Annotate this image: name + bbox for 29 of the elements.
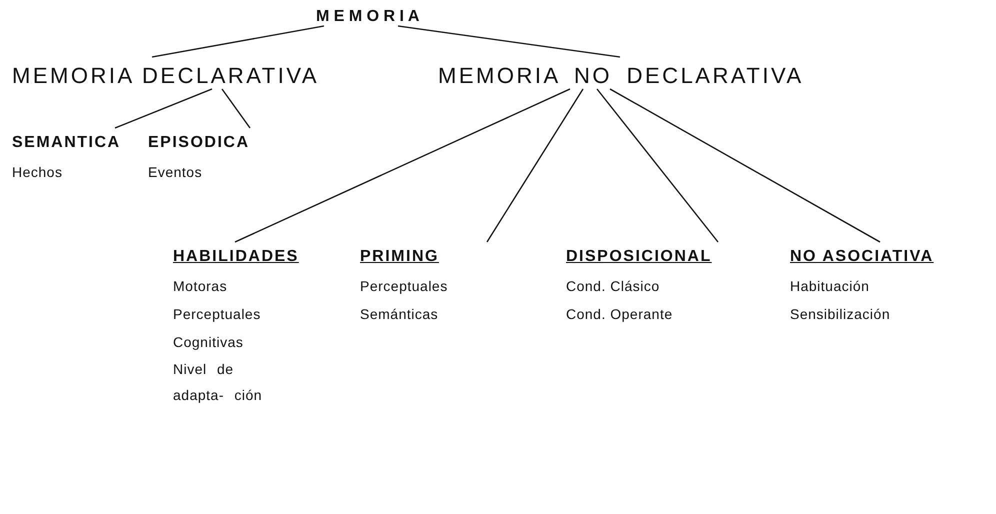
connector-line — [486, 88, 584, 242]
connector-line — [152, 25, 324, 58]
title-text: M E M O R I A — [316, 8, 420, 26]
category-item: Hechos — [12, 163, 64, 182]
category-title: HABILIDADES — [173, 247, 299, 267]
category-item: Motoras — [173, 277, 228, 296]
branch-heading: MEMORIA NO DECLARATIVA — [438, 57, 804, 89]
connector-line — [234, 88, 570, 243]
category-item: Perceptuales — [173, 305, 262, 324]
category-title: EPISODICA — [148, 133, 250, 153]
connector-line — [221, 88, 251, 128]
category-item: Cond. Clásico — [566, 277, 661, 296]
connector-line — [398, 25, 620, 58]
category-item: Semánticas — [360, 305, 440, 324]
category-title: NO ASOCIATIVA — [790, 247, 934, 267]
branch-heading: MEMORIA DECLARATIVA — [12, 57, 320, 89]
connector-line — [610, 88, 880, 243]
category-item: Habituación — [790, 277, 870, 296]
category-title: SEMANTICA — [12, 133, 121, 153]
category-item: Perceptuales — [360, 277, 448, 296]
category-item: Eventos — [148, 163, 204, 182]
category-title: PRIMING — [360, 247, 440, 267]
category-item: Nivel de adapta- ción — [173, 360, 264, 405]
category-item: Cognitivas — [173, 333, 244, 352]
category-item: Cond. Operante — [566, 305, 674, 324]
category-title: DISPOSICIONAL — [566, 247, 712, 267]
category-item: Sensibilización — [790, 305, 892, 324]
connector-line — [596, 88, 718, 242]
connector-line — [114, 88, 212, 129]
